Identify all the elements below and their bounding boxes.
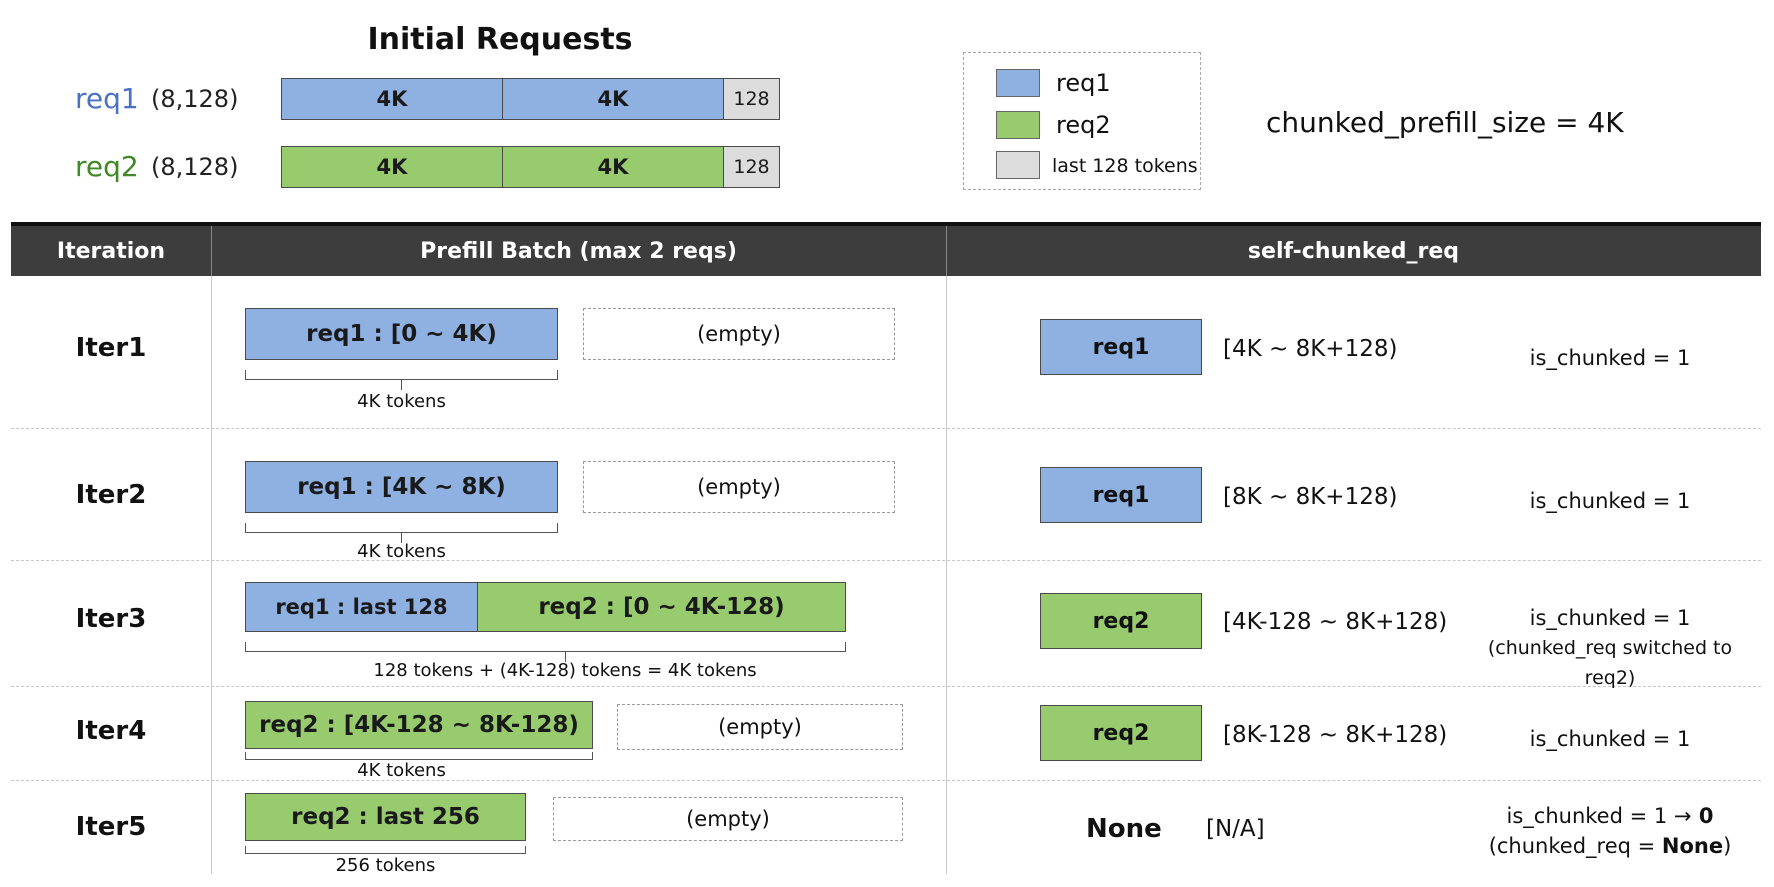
token-count-iter1: 4K tokens [357, 391, 446, 412]
iteration-label-3: Iter3 [75, 604, 147, 634]
req2-segment-2: 4K [502, 146, 724, 188]
chunked-req-iter3: req2 [1040, 593, 1202, 649]
is-chunked-value-iter3: is_chunked = 1 [1529, 606, 1691, 630]
token-brace-tick-iter2 [401, 533, 402, 543]
iteration-label-5: Iter5 [75, 812, 147, 842]
is-chunked-flag-iter3: is_chunked = 1 (chunked_req switched to … [1460, 603, 1760, 693]
req1-name: req1 [75, 82, 139, 115]
is-chunked-flag-iter2: is_chunked = 1 [1529, 489, 1691, 513]
is-chunked-old-iter5: is_chunked = 1 [1506, 804, 1674, 828]
req2-segment-1: 4K [281, 146, 503, 188]
row-separator-4 [11, 780, 1761, 781]
chunked-range-iter5: [N/A] [1206, 816, 1265, 842]
chunked-range-iter3: [4K-128 ~ 8K+128) [1223, 609, 1448, 635]
iteration-label-2: Iter2 [75, 480, 147, 510]
batch-item-iter1-req1: req1 : [0 ~ 4K) [245, 308, 558, 360]
legend-label-req1: req1 [1056, 69, 1111, 97]
token-count-iter4: 4K tokens [357, 760, 446, 781]
token-brace-iter4 [245, 752, 593, 760]
header-divider-1 [211, 226, 212, 276]
table-header: Iteration Prefill Batch (max 2 reqs) sel… [11, 226, 1761, 276]
legend-swatch-req1 [996, 69, 1040, 97]
token-brace-iter5 [245, 846, 526, 854]
note-prefix-iter5: (chunked_req = [1488, 834, 1662, 858]
is-chunked-new-iter5: 0 [1691, 804, 1714, 828]
req1-segment-2: 4K [502, 78, 724, 120]
note-suffix-iter5: ) [1723, 834, 1732, 858]
token-count-iter2: 4K tokens [357, 541, 446, 562]
batch-item-iter2-req1: req1 : [4K ~ 8K) [245, 461, 558, 513]
legend-swatch-last [996, 151, 1040, 179]
chunked-prefill-size-label: chunked_prefill_size = 4K [1266, 106, 1624, 139]
batch-item-iter5-req2: req2 : last 256 [245, 793, 526, 841]
header-prefill-batch: Prefill Batch (max 2 reqs) [420, 238, 737, 264]
row-separator-3 [11, 686, 1761, 687]
token-brace-tick-iter3 [565, 652, 566, 662]
column-divider-2 [946, 276, 947, 874]
batch-empty-slot-iter5: (empty) [553, 797, 903, 841]
row-separator-1 [11, 428, 1761, 429]
row-separator-2 [11, 560, 1761, 561]
is-chunked-flag-iter5: is_chunked = 1 → 0 (chunked_req = None) [1460, 801, 1760, 861]
req2-dims: (8,128) [151, 153, 239, 181]
req1-segment-last: 128 [723, 78, 780, 120]
req1-segment-1: 4K [281, 78, 503, 120]
batch-empty-slot-iter2: (empty) [583, 461, 895, 513]
initial-requests-title: Initial Requests [367, 22, 633, 57]
req1-dims: (8,128) [151, 85, 239, 113]
token-brace-iter2 [245, 523, 558, 533]
transition-arrow-icon: → [1673, 804, 1692, 828]
legend: req1 req2 last 128 tokens [963, 52, 1201, 190]
token-count-iter3: 128 tokens + (4K-128) tokens = 4K tokens [373, 660, 757, 681]
iteration-label-4: Iter4 [75, 716, 147, 746]
batch-empty-slot-iter1: (empty) [583, 308, 895, 360]
chunked-switch-note-iter3: (chunked_req switched to req2) [1487, 637, 1733, 689]
legend-label-last: last 128 tokens [1052, 155, 1198, 177]
token-brace-iter1 [245, 370, 558, 380]
note-value-iter5: None [1661, 834, 1724, 858]
chunked-range-iter4: [8K-128 ~ 8K+128) [1223, 722, 1448, 748]
token-brace-iter3 [245, 642, 846, 652]
table-top-border [11, 222, 1761, 226]
chunked-range-iter1: [4K ~ 8K+128) [1223, 336, 1398, 362]
batch-item-iter3-req2: req2 : [0 ~ 4K-128) [477, 582, 846, 632]
req2-name: req2 [75, 150, 139, 183]
iteration-label-1: Iter1 [75, 333, 147, 363]
chunked-range-iter2: [8K ~ 8K+128) [1223, 484, 1398, 510]
is-chunked-flag-iter1: is_chunked = 1 [1529, 346, 1691, 370]
batch-empty-slot-iter4: (empty) [617, 704, 903, 750]
header-iteration: Iteration [56, 238, 166, 264]
chunked-req-iter2: req1 [1040, 467, 1202, 523]
chunked-req-iter5: None [1086, 814, 1162, 844]
is-chunked-flag-iter4: is_chunked = 1 [1529, 727, 1691, 751]
chunked-req-iter4: req2 [1040, 705, 1202, 761]
header-divider-2 [946, 226, 947, 276]
is-chunked-change-iter5: is_chunked = 1 → 0 [1460, 801, 1760, 831]
batch-item-iter4-req2: req2 : [4K-128 ~ 8K-128) [245, 701, 593, 749]
legend-swatch-req2 [996, 111, 1040, 139]
column-divider-1 [211, 276, 212, 874]
token-brace-tick-iter1 [401, 380, 402, 390]
batch-item-iter3-req1: req1 : last 128 [245, 582, 478, 632]
req2-segment-last: 128 [723, 146, 780, 188]
token-count-iter5: 256 tokens [335, 855, 436, 876]
legend-label-req2: req2 [1056, 111, 1111, 139]
header-self-chunked-req: self-chunked_req [1247, 238, 1460, 264]
chunked-none-note-iter5: (chunked_req = None) [1460, 831, 1760, 861]
chunked-req-iter1: req1 [1040, 319, 1202, 375]
